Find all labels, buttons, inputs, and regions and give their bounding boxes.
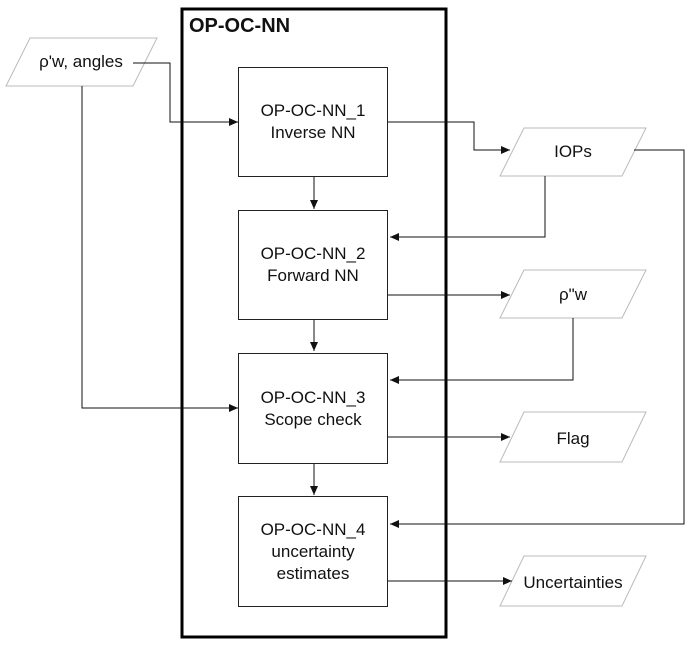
flag-parallelogram: [499, 411, 647, 463]
module-nn1-line1: OP-OC-NN_1: [260, 101, 366, 120]
module-box-nn3: OP-OC-NN_3 Scope check: [238, 353, 388, 464]
module-label-nn4: OP-OC-NN_4 uncertainty estimates: [261, 519, 366, 585]
module-nn4-line1: OP-OC-NN_4: [260, 519, 366, 539]
op-oc-nn-container: [180, 7, 448, 639]
module-nn4-line3: estimates: [276, 563, 350, 583]
rho-w2-parallelogram: [499, 269, 647, 319]
module-nn2-line1: OP-OC-NN_2: [260, 244, 366, 263]
arrow-iops-to-nn4: [390, 149, 685, 528]
iops-label: IOPs: [554, 142, 592, 161]
module-box-nn4: OP-OC-NN_4 uncertainty estimates: [238, 496, 388, 607]
module-nn1-line2: Inverse NN: [270, 123, 356, 142]
module-label-nn1: OP-OC-NN_1 Inverse NN: [261, 100, 366, 144]
rho-w2-label: ρ"w: [559, 285, 587, 304]
module-label-nn3: OP-OC-NN_3 Scope check: [261, 387, 366, 431]
uncertainties-label: Uncertainties: [523, 573, 623, 592]
arrow-rho-w2-to-nn3: [390, 318, 574, 384]
input-parallelogram: [5, 37, 158, 87]
arrow-input-to-nn1: [133, 62, 238, 126]
input-label: ρ'w, angles: [39, 52, 123, 71]
module-nn4-line2: uncertainty: [271, 541, 355, 561]
module-box-nn2: OP-OC-NN_2 Forward NN: [238, 210, 388, 320]
module-nn2-line2: Forward NN: [267, 266, 359, 285]
arrow-iops-to-nn2: [390, 176, 546, 241]
flag-label: Flag: [556, 429, 590, 448]
module-label-nn2: OP-OC-NN_2 Forward NN: [261, 243, 366, 287]
module-nn3-line2: Scope check: [264, 409, 362, 429]
uncertainties-parallelogram: [499, 555, 647, 607]
module-box-nn1: OP-OC-NN_1 Inverse NN: [238, 67, 388, 177]
module-nn3-line1: OP-OC-NN_3: [260, 387, 366, 407]
container-title: OP-OC-NN: [189, 15, 291, 37]
arrow-nn1-to-iops: [388, 121, 510, 154]
iops-parallelogram: [499, 127, 647, 177]
arrow-input-to-nn3: [81, 86, 238, 412]
